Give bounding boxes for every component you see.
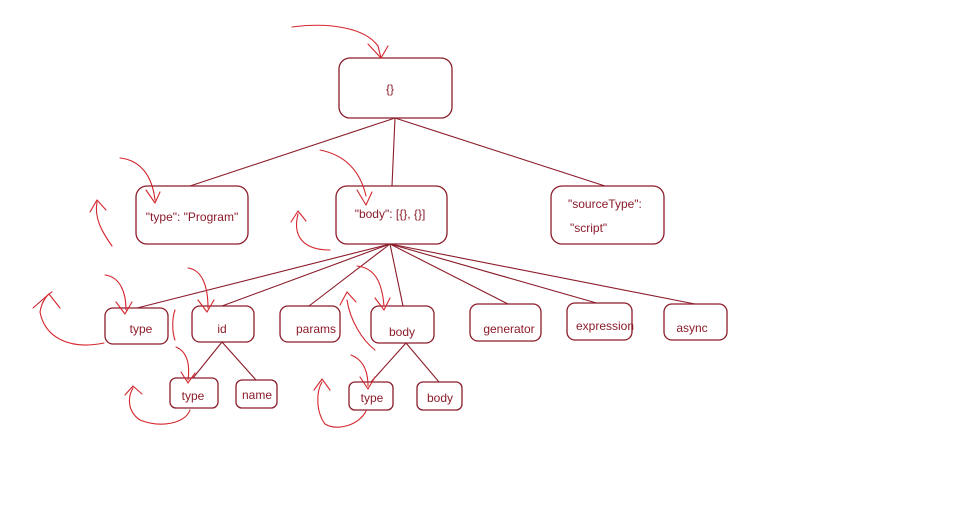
edge-body-type xyxy=(370,342,407,383)
arrowhead-type-program xyxy=(145,189,161,204)
edge-body-array-id xyxy=(221,243,391,307)
arrowhead-body-type xyxy=(359,376,376,390)
arrow-up-type xyxy=(39,291,105,346)
node-source-type: "sourceType": "script" xyxy=(550,185,665,245)
node-type-label: type xyxy=(130,322,153,336)
arrowhead-body-array xyxy=(356,189,373,206)
node-id-type: type xyxy=(169,377,219,409)
arrowhead-id-type xyxy=(180,371,196,384)
edge-root-body-array xyxy=(391,117,396,187)
node-body-type-label: type xyxy=(361,391,384,405)
arrowhead-up-id-type xyxy=(124,385,143,396)
node-body-label: body xyxy=(389,325,415,339)
arrow-into-root xyxy=(291,24,382,59)
arrow-up-body-array xyxy=(296,213,331,251)
node-body-array: "body": [{}, {}] xyxy=(335,185,448,245)
edge-root-source-type xyxy=(394,117,606,187)
traversal-annotations xyxy=(32,24,391,428)
edge-id-name xyxy=(221,341,257,381)
node-generator-label: generator xyxy=(483,322,534,336)
edge-body-array-generator xyxy=(389,243,509,305)
node-expression-label: expression xyxy=(576,319,634,333)
arrow-into-type xyxy=(104,274,127,311)
arrow-into-body-array xyxy=(319,149,367,197)
node-body-body-label: body xyxy=(427,391,453,405)
edge-body-body xyxy=(405,342,440,383)
node-params: params xyxy=(279,305,341,343)
node-type-program: "type": "Program" xyxy=(135,185,249,245)
edge-body-array-params xyxy=(308,243,391,307)
arrow-into-type-program xyxy=(119,157,156,201)
node-id-label: id xyxy=(217,322,226,336)
node-root-label: {} xyxy=(386,82,394,96)
arrow-up-id xyxy=(172,309,176,341)
arrowhead-root xyxy=(367,43,389,59)
node-id-type-label: type xyxy=(182,389,205,403)
arrow-up-id-type xyxy=(128,387,191,425)
arrow-into-body xyxy=(356,265,385,307)
arrow-up-type-program xyxy=(95,201,113,247)
node-async: async xyxy=(663,303,728,341)
arrowhead-id xyxy=(197,299,215,313)
edge-body-array-expression xyxy=(389,243,601,305)
arrow-up-body-type xyxy=(317,381,367,428)
arrowhead-type xyxy=(115,301,133,315)
arrowhead-up-body-array xyxy=(290,210,307,223)
edge-id-type xyxy=(192,341,223,379)
arrow-into-body-type xyxy=(350,354,369,387)
edge-body-array-type xyxy=(136,243,391,309)
arrowhead-up-body xyxy=(339,291,357,306)
node-body-body: body xyxy=(416,381,463,411)
edge-body-array-async xyxy=(389,243,696,305)
node-expression: expression xyxy=(566,302,634,341)
node-source-type-line1: "sourceType": xyxy=(568,197,642,211)
node-source-type-line2: "script" xyxy=(570,221,607,235)
arrowhead-body xyxy=(374,297,391,311)
arrow-into-id-type xyxy=(175,346,190,381)
arrowhead-up-body-type xyxy=(313,378,331,391)
node-id-name: name xyxy=(235,379,278,409)
node-root: {} xyxy=(338,57,453,119)
node-body-type: type xyxy=(348,381,394,411)
node-body: body xyxy=(370,305,435,344)
node-generator: generator xyxy=(469,303,542,342)
node-async-label: async xyxy=(676,321,707,335)
edge-body-array-body xyxy=(389,243,404,307)
tree-edges xyxy=(136,117,696,383)
arrow-into-id xyxy=(187,267,209,309)
node-type-program-label: "type": "Program" xyxy=(146,210,238,224)
node-type: type xyxy=(104,307,169,345)
node-id: id xyxy=(191,305,255,343)
node-id-name-label: name xyxy=(242,388,272,402)
arrowhead-up-type xyxy=(32,293,61,309)
edge-root-type-program xyxy=(189,117,396,187)
node-body-array-label: "body": [{}, {}] xyxy=(355,207,426,221)
arrowhead-up-type-program xyxy=(89,199,107,213)
arrow-up-body xyxy=(346,299,376,351)
node-params-label: params xyxy=(296,322,336,336)
